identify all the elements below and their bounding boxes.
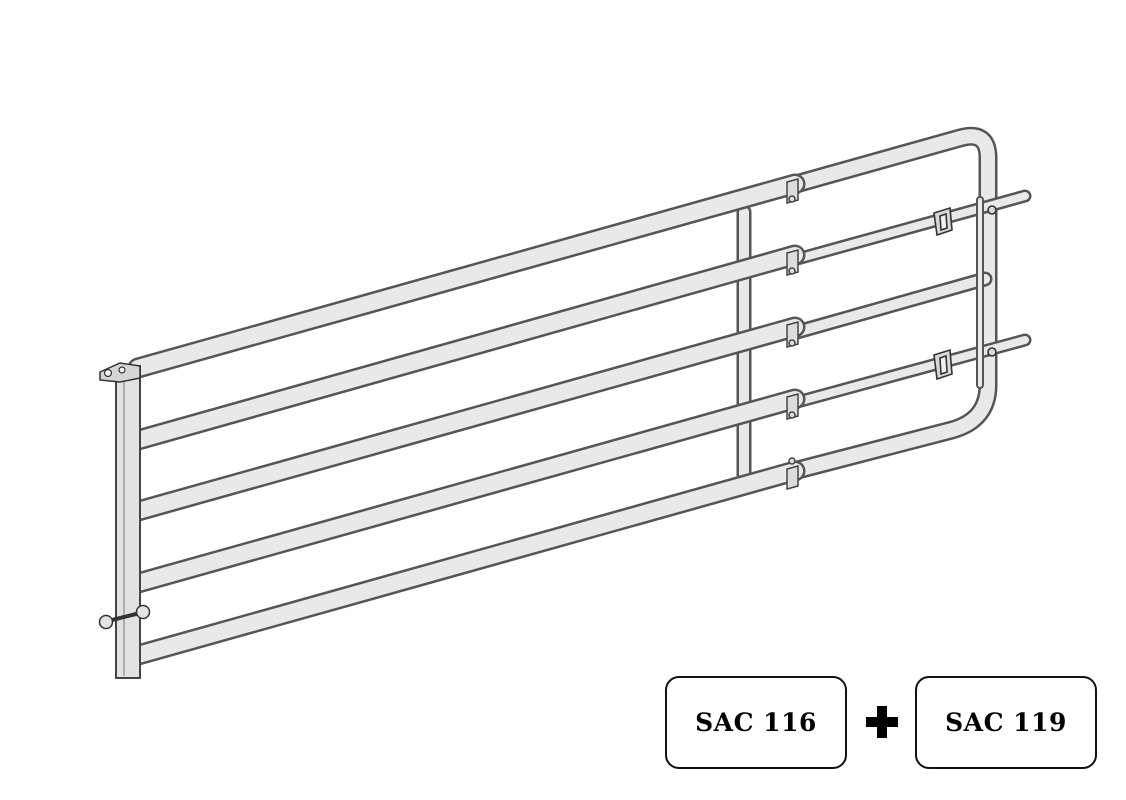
- outer-frame: [130, 126, 998, 482]
- plus-icon: [866, 706, 898, 738]
- product-code-label: SAC 116: [695, 708, 817, 737]
- left-post: [99, 362, 141, 679]
- product-code-box-sac-119: SAC 119: [915, 676, 1097, 769]
- main-rails: [127, 173, 806, 666]
- latch-clips: [933, 205, 997, 381]
- product-code-label: SAC 119: [945, 708, 1067, 737]
- hinge-pins: [98, 604, 151, 630]
- product-code-box-sac-116: SAC 116: [665, 676, 847, 769]
- rail-collars: [786, 178, 799, 490]
- extension-rails: [782, 189, 1032, 411]
